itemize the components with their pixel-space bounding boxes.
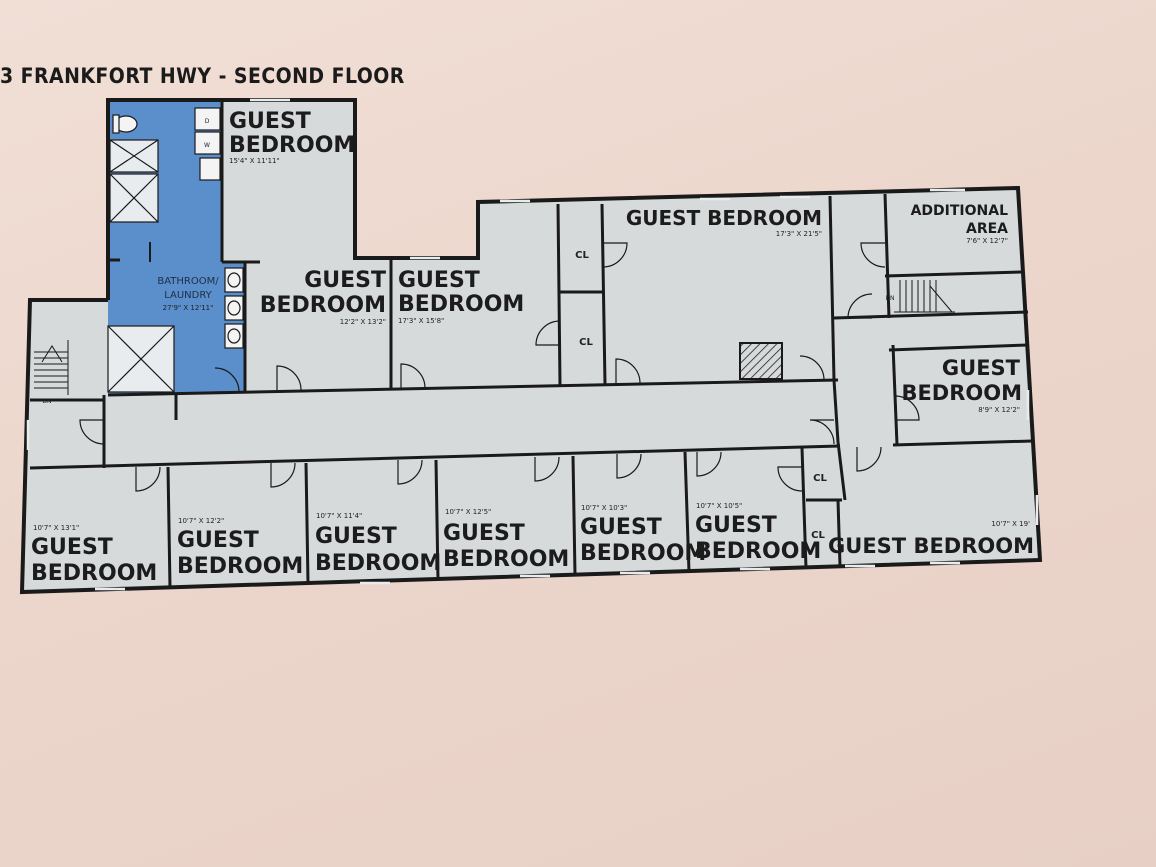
room-guest-bedroom-bottom-2: 10'7" X 12'2" GUEST BEDROOM: [177, 517, 303, 579]
washer-label: W: [204, 142, 210, 149]
room-guest-bedroom-bottom-1: 10'7" X 13'1" GUEST BEDROOM: [31, 524, 157, 586]
stair-label-right: DN: [885, 295, 894, 302]
room-guest-bedroom-bottom-4: 10'7" X 12'5" GUEST BEDROOM: [443, 508, 569, 572]
svg-text:10'7" X 12'5": 10'7" X 12'5": [445, 508, 491, 516]
closet-label: CL: [575, 250, 589, 261]
svg-text:BEDROOM: BEDROOM: [31, 561, 157, 586]
bathroom-fixtures: [107, 107, 244, 393]
svg-text:10'7" X 12'2": 10'7" X 12'2": [178, 517, 224, 525]
closet-label: CL: [579, 337, 593, 348]
svg-text:GUEST: GUEST: [304, 268, 386, 293]
sink-icon: [224, 267, 244, 293]
doors: [79, 242, 920, 492]
svg-text:BEDROOM: BEDROOM: [580, 541, 706, 566]
svg-text:GUEST: GUEST: [229, 109, 311, 134]
svg-text:BEDROOM: BEDROOM: [443, 547, 569, 572]
svg-text:12'2" X 13'2": 12'2" X 13'2": [340, 318, 386, 326]
stairs-right: [894, 280, 955, 313]
closet-label: CL: [813, 473, 827, 484]
svg-text:GUEST: GUEST: [443, 521, 525, 546]
room-additional-area: ADDITIONAL AREA 7'6" X 12'7": [911, 203, 1009, 245]
svg-text:GUEST: GUEST: [31, 535, 113, 560]
room-guest-bedroom-mid-b: GUEST BEDROOM 17'3" X 15'8": [398, 268, 524, 325]
svg-text:GUEST: GUEST: [177, 528, 259, 553]
room-guest-bedroom-top: GUEST BEDROOM 15'4" X 11'11": [229, 109, 355, 165]
floor-area: [22, 100, 1040, 592]
svg-text:GUEST: GUEST: [398, 268, 480, 293]
dryer-label: D: [205, 118, 210, 125]
sink-icon: [224, 323, 244, 349]
dryer-icon: [194, 107, 221, 131]
room-guest-bedroom-bottom-5: 10'7" X 10'3" GUEST BEDROOM: [580, 504, 706, 566]
floor-plan-title: 3 FRANKFORT HWY - SECOND FLOOR: [0, 64, 405, 88]
svg-text:BEDROOM: BEDROOM: [177, 554, 303, 579]
room-bathroom-laundry: BATHROOM/ LAUNDRY 27'9" X 12'11": [157, 276, 219, 312]
sink-icon: [199, 157, 221, 181]
sink-icon: [224, 295, 244, 321]
svg-text:LAUNDRY: LAUNDRY: [164, 290, 212, 301]
svg-text:10'7" X 13'1": 10'7" X 13'1": [33, 524, 79, 532]
svg-text:AREA: AREA: [966, 221, 1008, 237]
svg-text:GUEST BEDROOM: GUEST BEDROOM: [626, 206, 822, 230]
svg-text:27'9" X 12'11": 27'9" X 12'11": [163, 304, 214, 312]
svg-text:10'7" X 11'4": 10'7" X 11'4": [316, 512, 362, 520]
svg-text:15'4" X 11'11": 15'4" X 11'11": [229, 157, 280, 165]
svg-text:8'9" X 12'2": 8'9" X 12'2": [978, 406, 1020, 414]
svg-text:BEDROOM: BEDROOM: [260, 293, 386, 318]
washer-icon: [194, 131, 221, 155]
room-guest-bedroom-bottom-6: 10'7" X 10'5" GUEST BEDROOM: [695, 502, 821, 564]
windows: [26, 98, 1039, 591]
svg-text:BATHROOM/: BATHROOM/: [157, 276, 219, 287]
svg-text:10'7" X 10'5": 10'7" X 10'5": [696, 502, 742, 510]
stairs-left: [34, 340, 69, 395]
room-guest-bedroom-right: GUEST BEDROOM 8'9" X 12'2": [901, 356, 1022, 414]
svg-text:BEDROOM: BEDROOM: [229, 133, 355, 158]
svg-text:ADDITIONAL: ADDITIONAL: [911, 203, 1008, 219]
room-guest-bedroom-mid-a: GUEST BEDROOM 12'2" X 13'2": [260, 268, 386, 326]
svg-text:17'3" X 21'5": 17'3" X 21'5": [776, 230, 822, 238]
svg-text:17'3" X 15'8": 17'3" X 15'8": [398, 317, 444, 325]
stair-label-left: DN: [42, 398, 51, 405]
svg-text:GUEST: GUEST: [942, 356, 1021, 380]
chimney-hatch: [739, 342, 783, 380]
room-guest-bedroom-bottom-3: 10'7" X 11'4" GUEST BEDROOM: [315, 512, 441, 576]
svg-text:BEDROOM: BEDROOM: [398, 292, 524, 317]
svg-text:10'7" X 10'3": 10'7" X 10'3": [581, 504, 627, 512]
svg-text:BEDROOM: BEDROOM: [901, 381, 1022, 405]
svg-text:GUEST: GUEST: [315, 524, 397, 549]
room-guest-bedroom-bottom-7: 10'7" X 19' GUEST BEDROOM: [828, 520, 1034, 558]
svg-text:GUEST: GUEST: [580, 515, 662, 540]
room-guest-bedroom-large: GUEST BEDROOM 17'3" X 21'5": [626, 206, 822, 238]
svg-text:BEDROOM: BEDROOM: [315, 551, 441, 576]
svg-text:BEDROOM: BEDROOM: [695, 539, 821, 564]
svg-text:GUEST: GUEST: [695, 513, 777, 538]
svg-text:GUEST BEDROOM: GUEST BEDROOM: [828, 534, 1034, 558]
interior-walls: [29, 102, 1033, 589]
closet-label: CL: [811, 530, 825, 541]
svg-text:7'6" X 12'7": 7'6" X 12'7": [966, 237, 1008, 245]
svg-text:10'7" X 19': 10'7" X 19': [991, 520, 1030, 528]
